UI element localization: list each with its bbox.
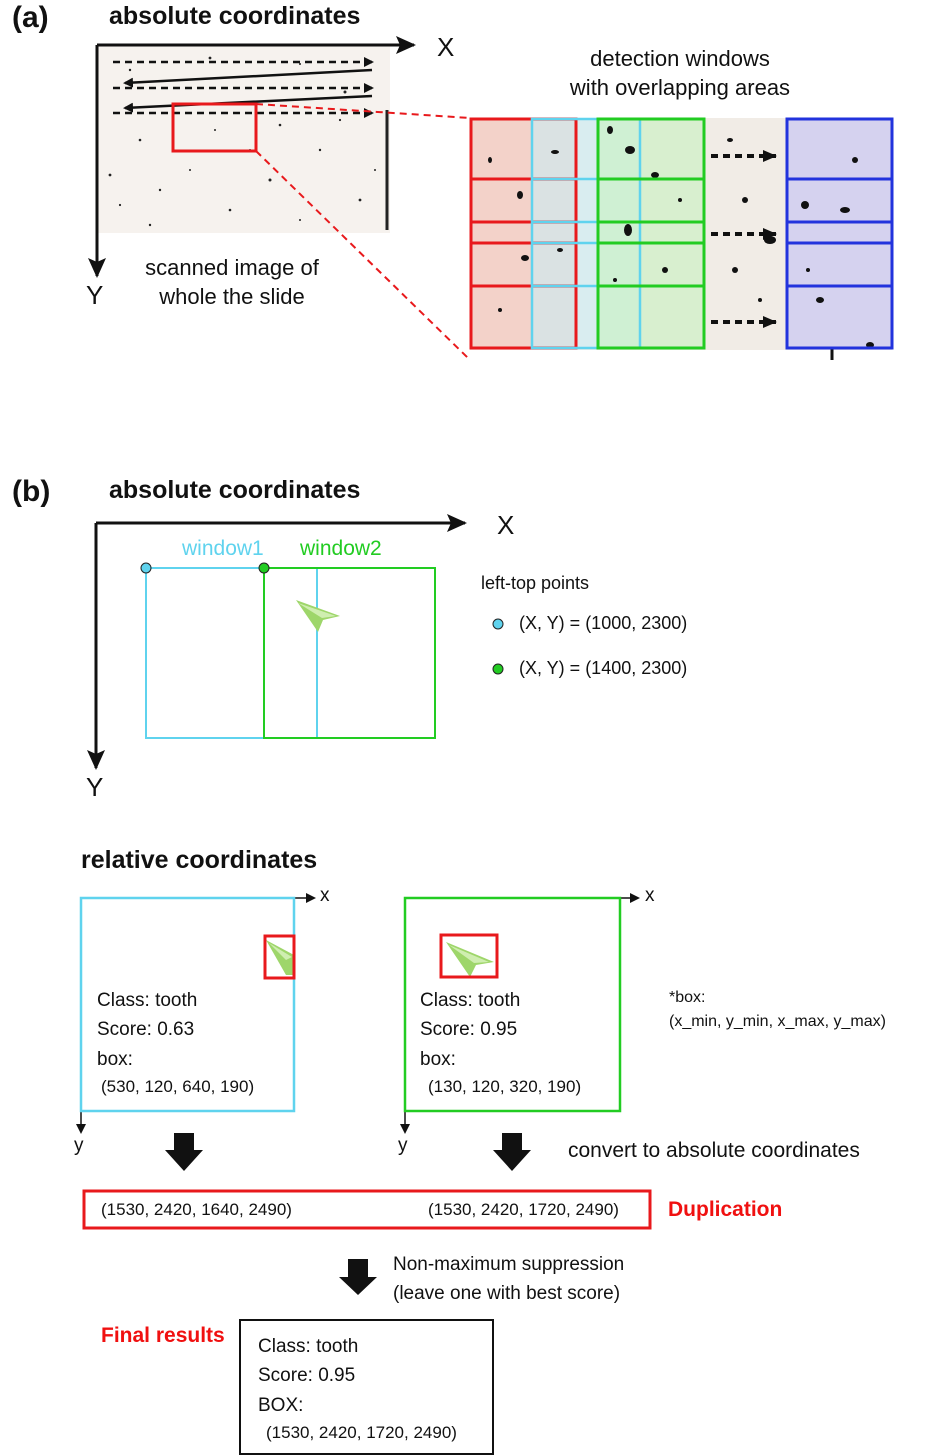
panel-a-x-axis-label: X (437, 32, 455, 62)
duplication-label: Duplication (668, 1198, 783, 1221)
nms-line1: Non-maximum suppression (393, 1254, 625, 1275)
point1-coordinates: (X, Y) = (1000, 2300) (519, 613, 688, 633)
detection-1-box-label: box: (97, 1048, 133, 1070)
windows-caption-line2: with overlapping areas (569, 75, 791, 101)
detection-1-info: Class: tooth Score: 0.63 box: (530, 120,… (97, 986, 254, 1101)
zoomed-region (470, 118, 892, 360)
window2-box (263, 567, 436, 739)
relative-x-label-1: x (320, 885, 330, 906)
panel-a-label: (a) (12, 1, 49, 34)
zoom-lines (255, 103, 471, 359)
tooth-object (296, 600, 340, 632)
panel-b-heading: absolute coordinates (109, 476, 361, 504)
final-class: Class: tooth (258, 1336, 359, 1357)
tooth-object-partial (266, 940, 294, 975)
scan-path-arrows (113, 57, 374, 118)
nms-text: Non-maximum suppression (leave one with … (393, 1251, 624, 1308)
detection-1-class: Class: tooth (97, 990, 198, 1011)
detection-1-box: (530, 120, 640, 190) (101, 1077, 255, 1097)
detection-2-box-label: box: (420, 1048, 456, 1070)
relative-heading: relative coordinates (81, 846, 318, 874)
detection-2-class: Class: tooth (420, 990, 521, 1011)
axes-b (87, 514, 467, 770)
window1-box (145, 567, 318, 739)
windows-caption-line1: detection windows (590, 46, 770, 71)
panel-a-y-axis-label: Y (86, 280, 104, 310)
final-result-box (239, 1319, 494, 1455)
slide-caption-line2: whole the slide (159, 284, 305, 310)
slide-caption: scanned image of whole the slide (122, 253, 342, 311)
relative-window1 (79, 896, 296, 1113)
box-format-note: *box: (x_min, y_min, x_max, y_max) (669, 986, 886, 1034)
final-result-info: Class: tooth Score: 0.95 BOX: (1530, 242… (258, 1332, 457, 1447)
panel-b-x-axis-label: X (497, 510, 515, 540)
window2-label: window2 (300, 537, 382, 560)
final-results-label: Final results (101, 1324, 225, 1347)
axes-a (88, 36, 416, 278)
down-arrows (165, 1133, 531, 1295)
detection-2-info: Class: tooth Score: 0.95 box: (130, 120,… (420, 986, 581, 1101)
relative-y-label-2: y (398, 1135, 408, 1156)
panel-b-label: (b) (12, 475, 51, 508)
detection-2-score: Score: 0.95 (420, 1019, 518, 1041)
relative-x-label-2: x (645, 885, 655, 906)
windows-caption: detection windows with overlapping areas (545, 44, 815, 102)
detection-box-1 (263, 934, 296, 980)
detection-2-box: (130, 120, 320, 190) (428, 1077, 582, 1097)
detection-windows-green (596, 117, 706, 350)
panel-b-y-axis-label: Y (86, 772, 104, 802)
final-box: (1530, 2420, 1720, 2490) (266, 1423, 457, 1443)
point2-coordinates: (X, Y) = (1400, 2300) (519, 658, 688, 678)
convert-text: convert to absolute coordinates (568, 1139, 860, 1162)
legend-green-dot (492, 663, 504, 675)
duplication-box (82, 1189, 652, 1230)
relative-y-label-1: y (74, 1135, 84, 1156)
final-box-label: BOX: (258, 1394, 304, 1416)
detection-windows-blue (785, 117, 894, 350)
selected-region-box (171, 102, 258, 153)
relative-window2 (403, 896, 622, 1113)
box-format-note-line1: *box: (669, 989, 706, 1006)
slide-caption-line1: scanned image of (145, 255, 319, 280)
absolute-box-1: (1530, 2420, 1640, 2490) (101, 1200, 292, 1219)
tooth-object-full (446, 942, 494, 977)
nms-line2: (leave one with best score) (393, 1282, 621, 1304)
box-format-note-line2: (x_min, y_min, x_max, y_max) (669, 1013, 886, 1030)
detection-1-score: Score: 0.63 (97, 1019, 195, 1041)
slide-image (98, 45, 390, 233)
legend-cyan-dot (492, 618, 504, 630)
left-top-points-title: left-top points (481, 573, 590, 593)
detection-box-2 (439, 933, 499, 979)
window2-left-top-point (258, 562, 270, 574)
window1-label: window1 (182, 537, 264, 560)
panel-a-heading: absolute coordinates (109, 2, 361, 30)
window1-left-top-point (140, 562, 152, 574)
final-score: Score: 0.95 (258, 1365, 356, 1387)
sliding-arrows (711, 150, 777, 328)
absolute-box-2: (1530, 2420, 1720, 2490) (428, 1200, 619, 1219)
